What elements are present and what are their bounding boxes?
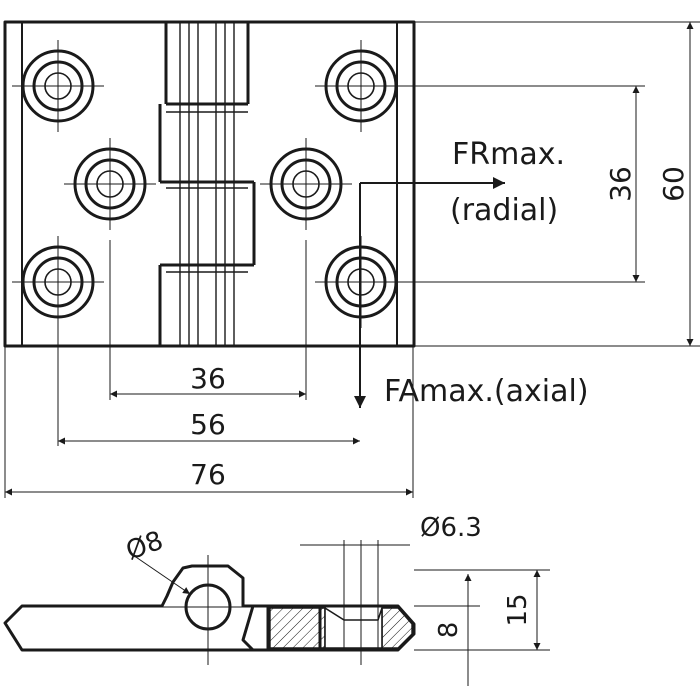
mounting-hole: [12, 40, 104, 132]
dim-76: 76: [190, 458, 226, 491]
mounting-hole: [260, 138, 352, 230]
axial-force-label: FAmax.(axial): [384, 374, 589, 409]
dim-15: 15: [503, 593, 533, 626]
dim-36-vertical: 36: [604, 166, 637, 202]
hinge-knuckle: [158, 22, 256, 346]
dim-8: 8: [434, 622, 464, 639]
countersink-hole: [324, 606, 383, 649]
radial-force-label: FRmax.: [452, 137, 565, 172]
hinge-side-view: Ø8 Ø6.3 8 15: [3, 513, 550, 686]
pin-diameter-label: Ø8: [122, 526, 167, 567]
dim-56: 56: [190, 408, 226, 441]
mounting-hole: [64, 138, 156, 230]
radial-force-sublabel: (radial): [450, 193, 558, 228]
section-hatch-left: [269, 607, 326, 649]
right-leaf-body: [266, 604, 416, 652]
top-view-dimensions: 36 56 76 36 60: [4, 21, 700, 498]
left-leaf: [3, 564, 270, 652]
hinge-top-view: FRmax. (radial) FAmax.(axial): [3, 20, 589, 409]
hole-diameter-label: Ø6.3: [420, 513, 482, 543]
mounting-holes: [12, 40, 407, 328]
dim-60: 60: [657, 166, 690, 202]
dim-36-horizontal: 36: [190, 362, 226, 395]
